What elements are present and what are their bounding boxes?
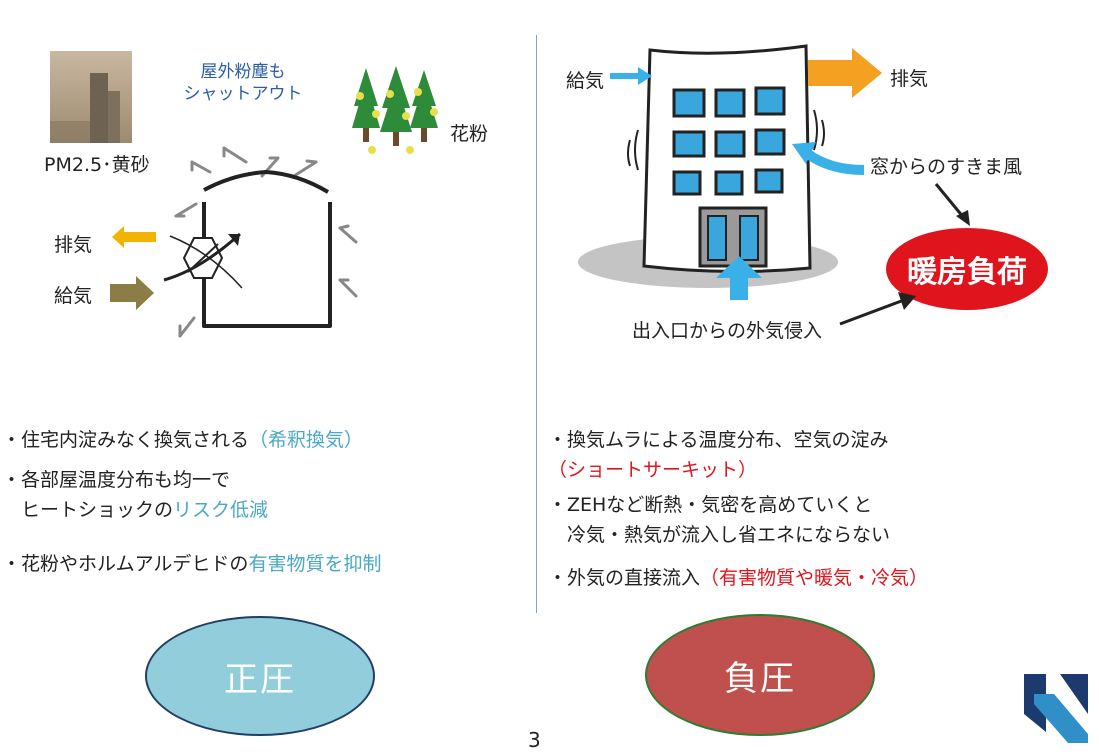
pm25-photo [50,51,132,143]
right-exhaust-label: 排気 [890,68,929,90]
right-bullet-3: ・外気の直接流入（有害物質や暖気・冷気） [548,567,929,589]
house-diagram [163,146,358,338]
outdoor-dust-label: 屋外粉塵も シャットアウト [183,62,303,104]
pollen-trees-icon [352,66,438,154]
exhaust-label: 排気 [54,234,93,256]
right-supply-label: 給気 [566,70,605,92]
right-bullet-1: ・換気ムラによる温度分布、空気の淀み （ショートサーキット） [548,429,889,481]
page-number: 3 [528,728,541,752]
left-bullet-3: ・花粉やホルムアルデヒドの有害物質を抑制 [2,553,382,575]
positive-pressure-oval: 正圧 [145,616,375,736]
draft-pointer-arrow-icon [934,183,970,226]
divider [536,35,537,613]
right-exhaust-arrow-icon [808,48,882,98]
pollen-label: 花粉 [450,123,489,145]
left-bullet-1: ・住宅内淀みなく換気される（希釈換気） [2,429,364,451]
entrance-pointer-arrow-icon [839,292,916,326]
building-illustration [578,44,838,288]
pm25-label: PM2.5･黄砂 [44,154,150,176]
left-bullet-2: ・各部屋温度分布も均一で ヒートショックのリスク低減 [2,469,269,521]
exhaust-arrow-icon [112,226,156,248]
window-draft-label: 窓からのすきま風 [870,156,1023,178]
right-bullet-2: ・ZEHなど断熱・気密を高めていくと 冷気・熱気が流入し省エネにならない [548,494,891,546]
window-draft-arrow-icon [792,142,864,175]
company-logo-icon [1024,674,1088,743]
supply-arrow-icon [110,276,154,310]
supply-label: 給気 [54,285,93,307]
entrance-air-label: 出入口からの外気侵入 [632,320,823,342]
right-supply-arrow-icon [610,67,652,85]
entrance-air-arrow-icon [716,256,762,300]
negative-pressure-oval: 負圧 [645,614,875,736]
